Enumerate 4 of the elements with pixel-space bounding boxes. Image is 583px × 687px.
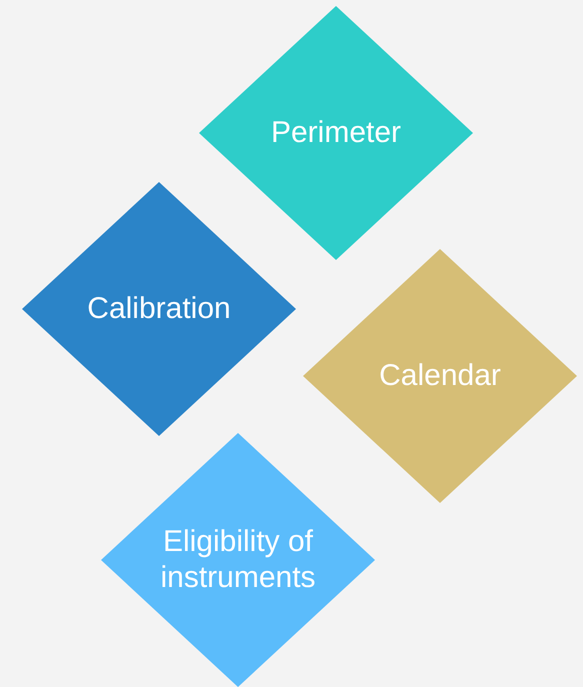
node-label: Perimeter xyxy=(270,115,402,151)
node-label: Calendar xyxy=(379,358,501,394)
node-label: Eligibility of instruments xyxy=(160,524,316,596)
node-label: Calibration xyxy=(87,291,231,327)
